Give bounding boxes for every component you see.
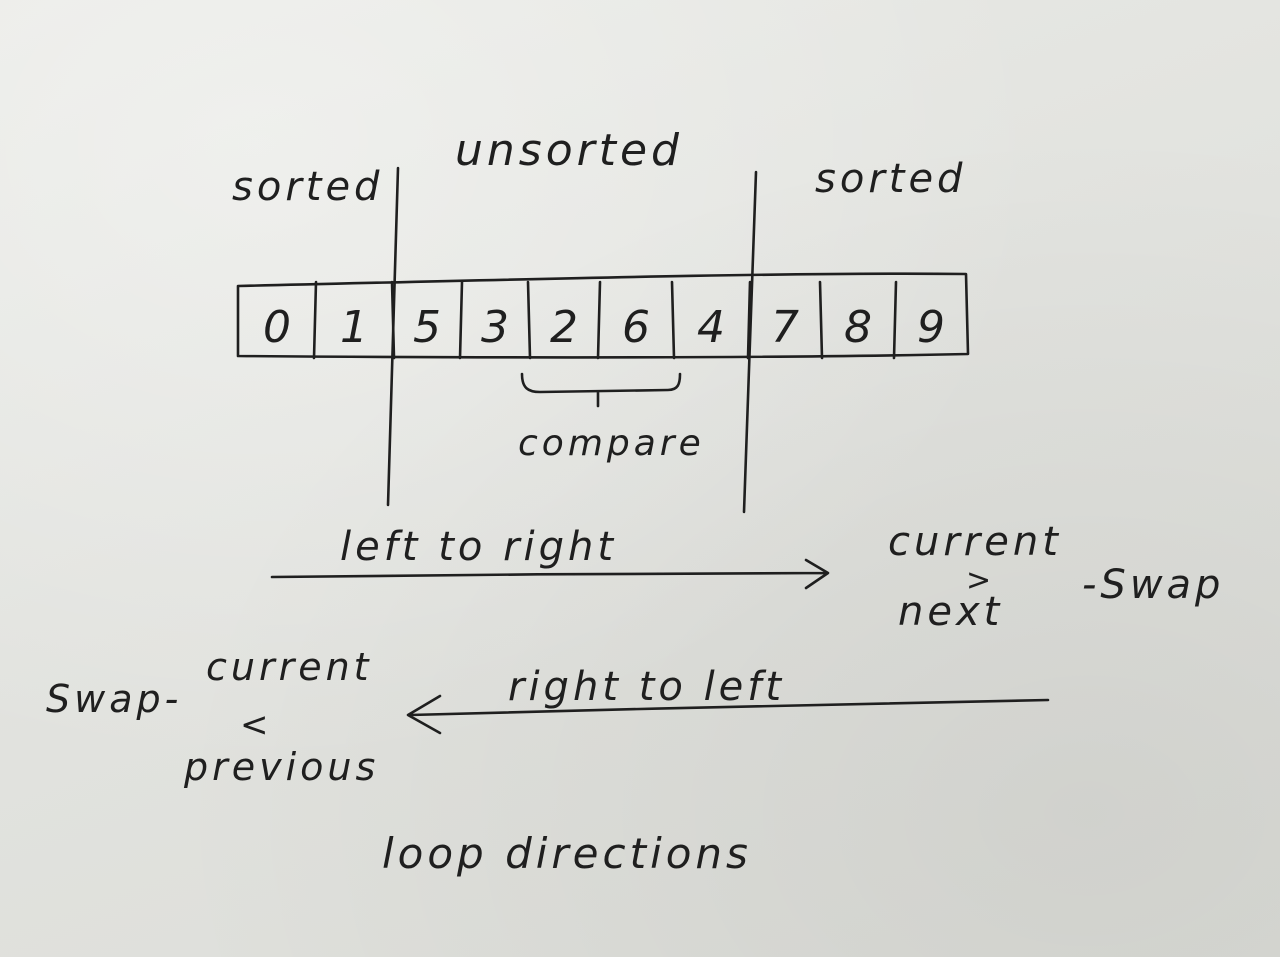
symbol-greater-than: >	[966, 563, 995, 598]
compare-bracket	[520, 372, 682, 408]
array-cell-value: 8	[844, 302, 872, 353]
array-cell-divider	[390, 280, 396, 360]
array-cell-value: 6	[622, 302, 650, 353]
array-cell-value: 0	[263, 302, 291, 353]
label-next: next	[898, 589, 1003, 635]
array-cell-divider	[596, 280, 602, 360]
array-cell-value: 4	[697, 302, 725, 353]
array-cell-divider	[458, 280, 464, 360]
array-cell-value: 7	[771, 302, 799, 353]
symbol-less-than: <	[240, 705, 273, 745]
array-cell-divider	[892, 280, 898, 360]
array-cell-divider	[312, 280, 318, 360]
label-sorted-right: sorted	[815, 156, 966, 202]
divider-right	[742, 170, 758, 514]
array-cell-value: 2	[550, 302, 578, 353]
array-outline	[236, 272, 970, 359]
label-current-right: current	[888, 519, 1062, 565]
label-unsorted: unsorted	[455, 125, 683, 176]
array-cell-value: 3	[481, 302, 509, 353]
label-loop-directions: loop directions	[382, 829, 752, 878]
array-cell-value: 5	[413, 302, 441, 353]
label-sorted-left: sorted	[232, 164, 383, 210]
arrow-right-to-left	[406, 694, 1050, 735]
array-cell-value: 9	[917, 302, 945, 353]
label-right-to-left: right to left	[508, 664, 785, 710]
label-left-to-right: left to right	[340, 524, 617, 570]
array-cell-divider	[670, 280, 676, 360]
arrow-left-to-right	[270, 558, 830, 590]
label-previous: previous	[183, 745, 379, 789]
array-cell-divider	[746, 280, 752, 360]
label-current-left: current	[206, 645, 373, 689]
array-cell-value: 1	[340, 302, 368, 353]
label-swap-right: -Swap	[1082, 562, 1224, 608]
array-cell-divider	[526, 280, 532, 360]
array-cell-divider	[818, 280, 824, 360]
label-compare: compare	[518, 423, 705, 464]
label-swap-left: Swap-	[46, 677, 182, 721]
